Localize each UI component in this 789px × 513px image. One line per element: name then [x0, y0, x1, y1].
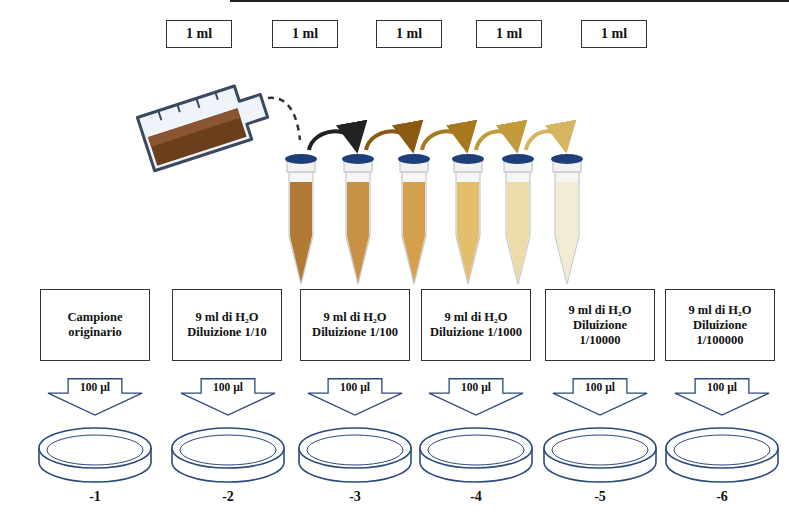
tube-body [506, 172, 530, 284]
volume-box: 1 ml [376, 20, 442, 48]
tube-cap [502, 154, 534, 164]
dilution-box: 9 ml di H₂O Diluizione 1/1000 [421, 289, 531, 361]
box-text: Campione originario [47, 310, 143, 340]
volume-label: 100 µl [340, 381, 370, 395]
dilution-exponent: -6 [716, 489, 728, 505]
box-text: 1 ml [292, 26, 318, 43]
box-text: 1 ml [186, 26, 212, 43]
petri-dish [172, 428, 284, 482]
test-tubes [285, 154, 583, 284]
tube-liquid [507, 182, 529, 282]
edge-line [230, 0, 789, 2]
tube-cap [342, 154, 374, 164]
box-text: 1 ml [396, 26, 422, 43]
transfer-arrow-shape: 100 µl [47, 378, 143, 416]
box-text: 9 ml di H₂O Diluizione 1/100000 [672, 303, 768, 348]
transfer-arrow [309, 131, 356, 150]
volume-box: 1 ml [272, 20, 338, 48]
transfer-arrow [366, 131, 412, 150]
box-text: 1 ml [496, 26, 522, 43]
dilution-box: 9 ml di H₂O Diluizione 1/10000 [545, 289, 655, 361]
volume-label: 100 µl [461, 381, 491, 395]
dilution-box: Campione originario [40, 289, 150, 361]
box-text: 9 ml di H₂O Diluizione 1/1000 [428, 310, 524, 340]
box-text: 9 ml di H₂O Diluizione 1/100 [307, 310, 403, 340]
petri-dish [666, 428, 778, 482]
dilution-exponent: -1 [89, 489, 101, 505]
transfer-arrow-shape: 100 µl [428, 378, 524, 416]
test-tube [285, 154, 317, 284]
volume-label: 100 µl [707, 381, 737, 395]
dilution-exponent: -3 [349, 489, 361, 505]
transfer-arrow-shape: 100 µl [552, 378, 648, 416]
dilution-box: 9 ml di H₂O Diluizione 1/10 [172, 289, 282, 361]
test-tube [551, 154, 583, 284]
transfer-arrow-shape: 100 µl [180, 378, 276, 416]
box-text: 9 ml di H₂O Diluizione 1/10 [179, 310, 275, 340]
tube-cap [551, 154, 583, 164]
tube-body [555, 172, 579, 284]
volume-box: 1 ml [476, 20, 542, 48]
transfer-arrow-shape: 100 µl [674, 378, 770, 416]
tube-liquid [556, 182, 578, 282]
dilution-exponent: -4 [470, 489, 482, 505]
tube-liquid [347, 182, 369, 282]
test-tube [342, 154, 374, 284]
dilution-box: 9 ml di H₂O Diluizione 1/100000 [665, 289, 775, 361]
tube-liquid [457, 182, 479, 282]
volume-label: 100 µl [213, 381, 243, 395]
petri-dishes [39, 428, 778, 482]
tube-cap [398, 154, 430, 164]
tube-cap [452, 154, 484, 164]
flask [137, 79, 272, 171]
transfer-arrow [476, 131, 516, 150]
volume-label: 100 µl [585, 381, 615, 395]
tube-body [289, 172, 313, 284]
volume-label: 100 µl [80, 381, 110, 395]
transfer-arrow [526, 131, 565, 150]
petri-dish [39, 428, 151, 482]
tube-liquid [290, 182, 312, 282]
tube-body [402, 172, 426, 284]
petri-dish [420, 428, 532, 482]
box-text: 1 ml [601, 26, 627, 43]
dilution-box: 9 ml di H₂O Diluizione 1/100 [300, 289, 410, 361]
dilution-exponent: -5 [594, 489, 606, 505]
transfer-arrow-shape: 100 µl [307, 378, 403, 416]
tube-body [456, 172, 480, 284]
tube-cap [285, 154, 317, 164]
petri-dish [299, 428, 411, 482]
dilution-exponent: -2 [222, 489, 234, 505]
pour-line [268, 98, 300, 140]
test-tube [398, 154, 430, 284]
transfer-arrows [309, 131, 565, 150]
volume-box: 1 ml [581, 20, 647, 48]
tube-liquid [403, 182, 425, 282]
test-tube [502, 154, 534, 284]
test-tube [452, 154, 484, 284]
transfer-arrow [422, 131, 466, 150]
box-text: 9 ml di H₂O Diluizione 1/10000 [552, 303, 648, 348]
volume-box: 1 ml [166, 20, 232, 48]
tube-body [346, 172, 370, 284]
petri-dish [544, 428, 656, 482]
